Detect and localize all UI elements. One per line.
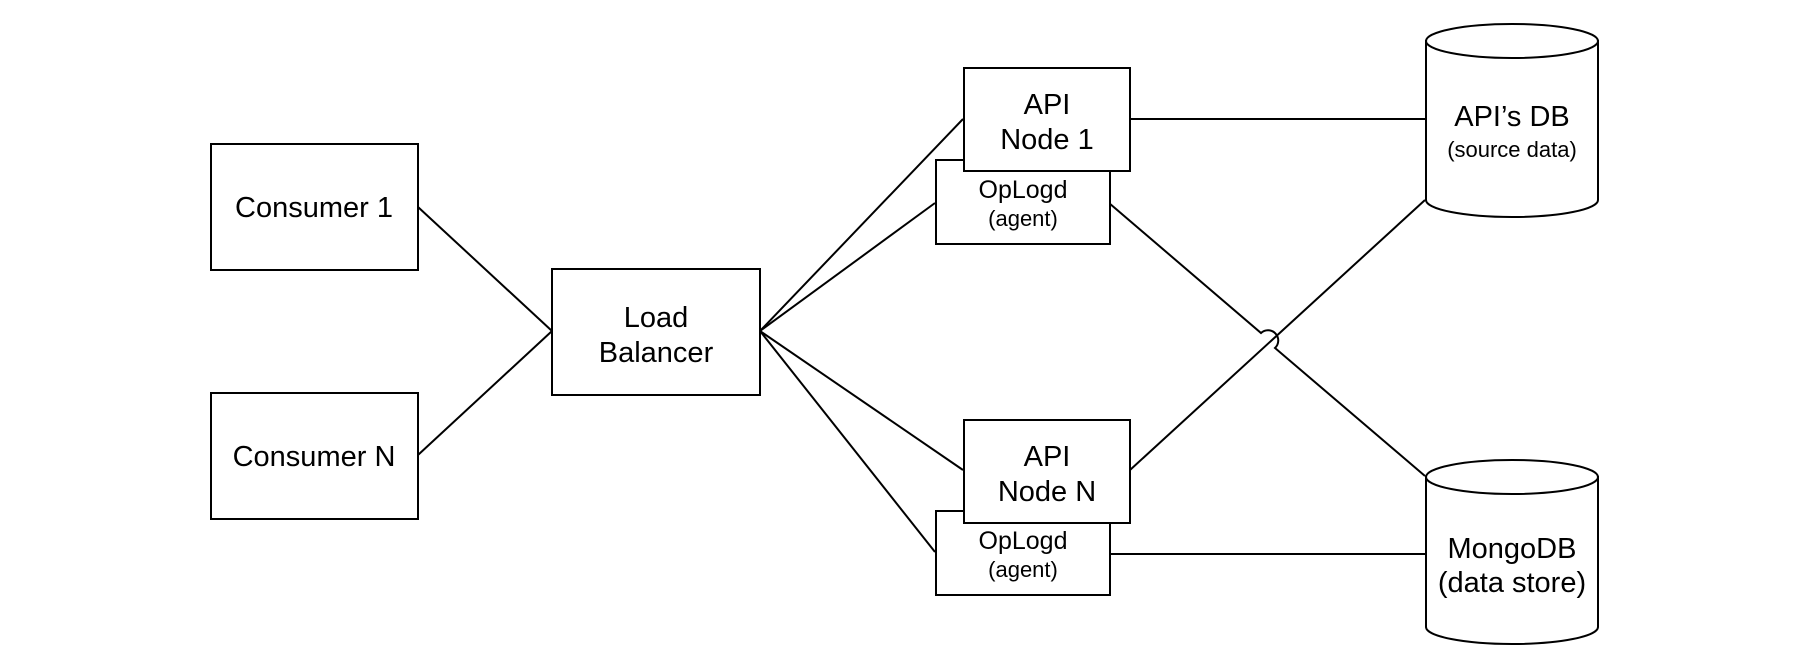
api-node-n-label-line2: Node N xyxy=(998,476,1096,508)
connectors xyxy=(417,118,1426,555)
mongodb-label: MongoDB xyxy=(1448,533,1577,565)
edge-oplogd1-mongodb xyxy=(1108,202,1426,477)
consumer-n-label: Consumer N xyxy=(233,441,396,473)
oplogd-1-role: (agent) xyxy=(988,206,1058,231)
mongodb-role: (data store) xyxy=(1438,567,1586,599)
apis-db-role: (source data) xyxy=(1447,137,1577,162)
api-node-n-label-line1: API xyxy=(1024,441,1071,473)
edge-loadbalancer-apinode1 xyxy=(759,118,964,332)
mongodb-cylinder: MongoDB (data store) xyxy=(1425,459,1599,645)
consumer-1-node: Consumer 1 xyxy=(210,143,419,271)
api-node-1-label-line1: API xyxy=(1024,89,1071,121)
apis-db-label: API’s DB xyxy=(1454,101,1570,133)
edge-loadbalancer-oplogdN xyxy=(759,330,936,553)
api-node-n: API Node N xyxy=(963,419,1131,524)
apis-db-cylinder: API’s DB (source data) xyxy=(1425,23,1599,218)
consumer-n-node: Consumer N xyxy=(210,392,419,520)
api-node-1: API Node 1 xyxy=(963,67,1131,172)
load-balancer-node: Load Balancer xyxy=(551,268,761,396)
edge-loadbalancer-oplogd1 xyxy=(759,202,936,332)
edge-loadbalancer-apinodeN xyxy=(759,330,964,471)
oplogd-n-label: OpLogd xyxy=(979,527,1068,555)
oplogd-1-label: OpLogd xyxy=(979,176,1068,204)
oplogd-1-node: OpLogd (agent) xyxy=(935,159,1111,245)
oplogd-n-node: OpLogd (agent) xyxy=(935,510,1111,596)
load-balancer-label-line1: Load xyxy=(624,302,689,334)
api-node-1-label-line2: Node 1 xyxy=(1000,124,1094,156)
oplogd-n-role: (agent) xyxy=(988,557,1058,582)
consumer-1-label: Consumer 1 xyxy=(235,192,393,224)
edge-consumerN-loadbalancer xyxy=(417,330,553,456)
edge-consumer1-loadbalancer xyxy=(417,206,553,332)
load-balancer-label-line2: Balancer xyxy=(599,337,714,369)
edge-apinodeN-apisdb xyxy=(1129,199,1426,471)
